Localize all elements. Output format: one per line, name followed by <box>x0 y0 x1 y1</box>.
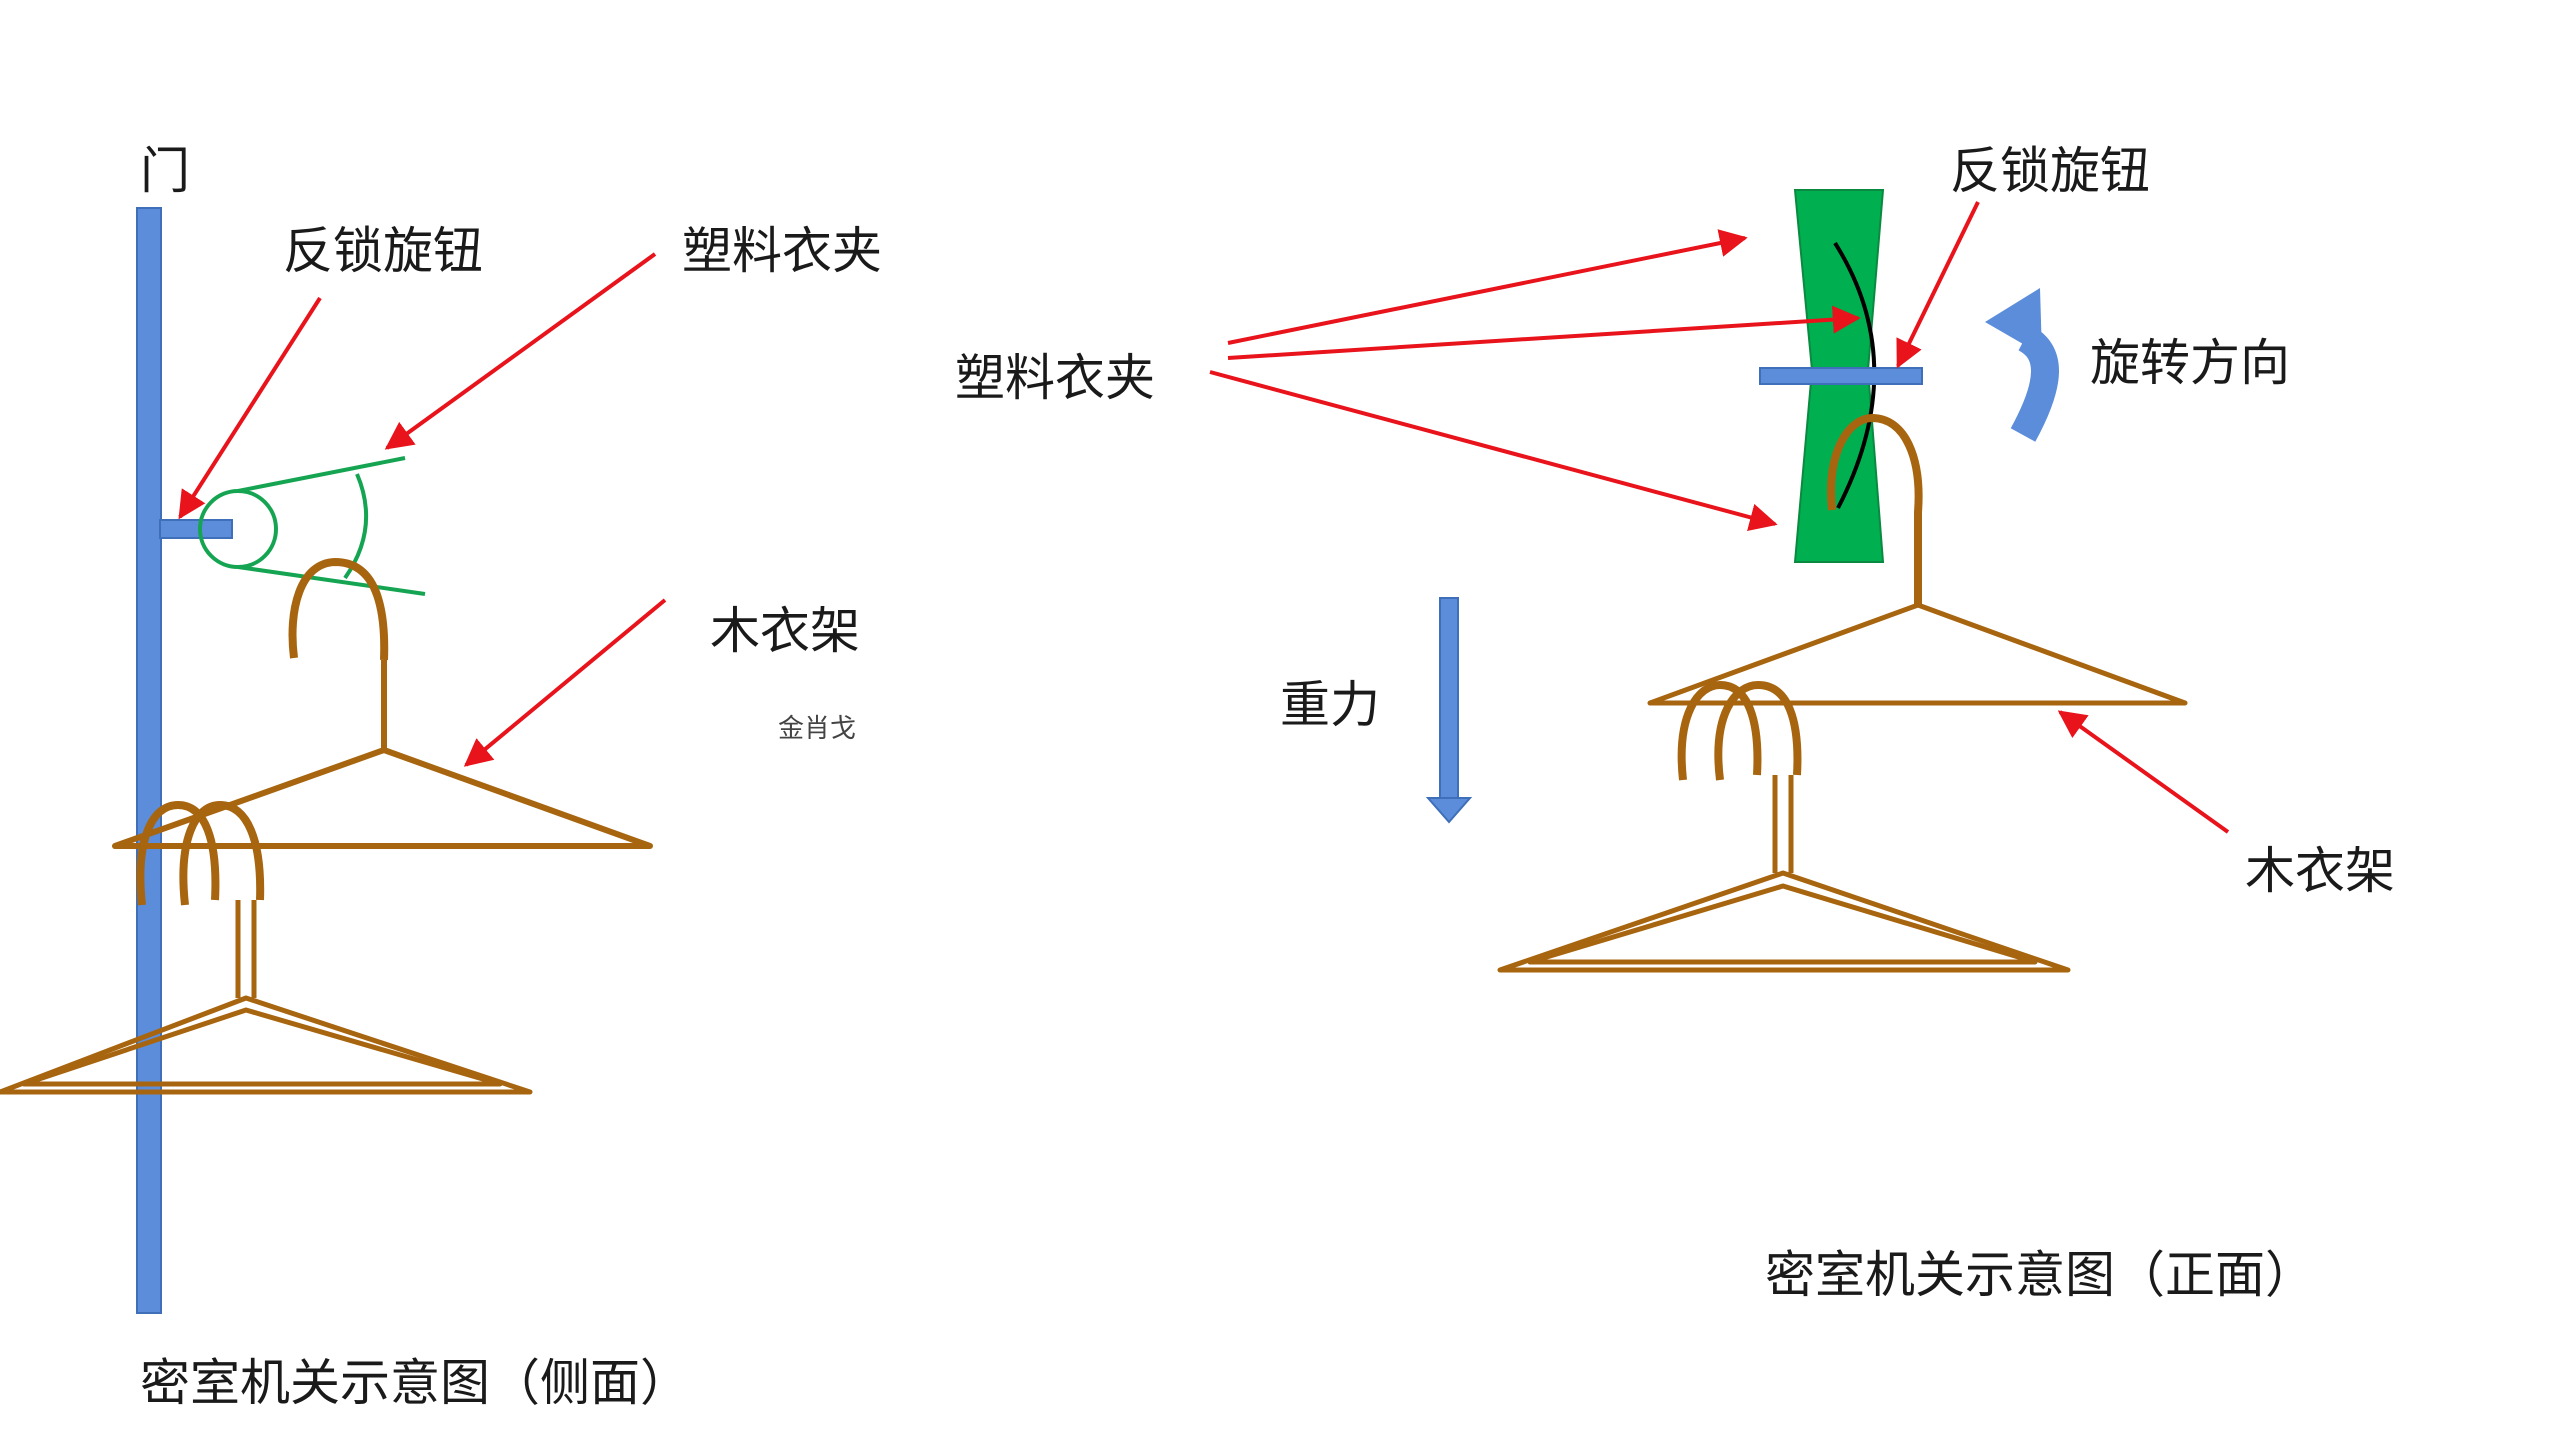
hanger-side-lower <box>0 801 533 1095</box>
caption-side: 密室机关示意图（侧面） <box>140 1354 690 1412</box>
side-view: 门 反锁旋钮 塑料衣夹 木衣架 金肖戈 密室机关示意图（侧面） <box>0 142 882 1412</box>
rotation-arrow <box>1985 288 2059 442</box>
arrow-hanger-side <box>463 598 667 767</box>
gravity-arrow <box>1425 597 1473 824</box>
arrow-clip-front-1 <box>1227 229 1748 345</box>
knob-label-side: 反锁旋钮 <box>283 222 483 280</box>
lock-knob-front <box>1759 367 1923 385</box>
watermark: 金肖戈 <box>778 714 856 744</box>
clip-label-side: 塑料衣夹 <box>682 222 882 280</box>
hanger-label-side: 木衣架 <box>710 602 860 660</box>
arrow-knob-front <box>1896 201 1980 369</box>
caption-front: 密室机关示意图（正面） <box>1765 1246 2315 1304</box>
hanger-label-front: 木衣架 <box>2245 842 2395 900</box>
gravity-label: 重力 <box>1280 676 1380 734</box>
hanger-side-upper <box>112 558 653 849</box>
rotation-label: 旋转方向 <box>2090 334 2290 392</box>
door <box>136 207 162 1314</box>
arrow-clip-side <box>384 252 657 450</box>
door-label: 门 <box>140 142 190 200</box>
arrow-knob-side <box>178 296 322 520</box>
knob-label-front: 反锁旋钮 <box>1950 142 2150 200</box>
front-view: 反锁旋钮 塑料衣夹 旋转方向 重力 木衣架 密室机关示意图（正面） <box>955 142 2395 1304</box>
arrow-hanger-front <box>2057 710 2230 834</box>
hanger-front-lower <box>1497 681 2071 973</box>
lock-knob-side <box>159 519 233 539</box>
arrow-clip-front-2 <box>1227 305 1861 360</box>
hanger-front-upper <box>1647 414 2188 706</box>
clip-label-front: 塑料衣夹 <box>955 349 1155 407</box>
arrow-clip-front-3 <box>1209 370 1778 531</box>
